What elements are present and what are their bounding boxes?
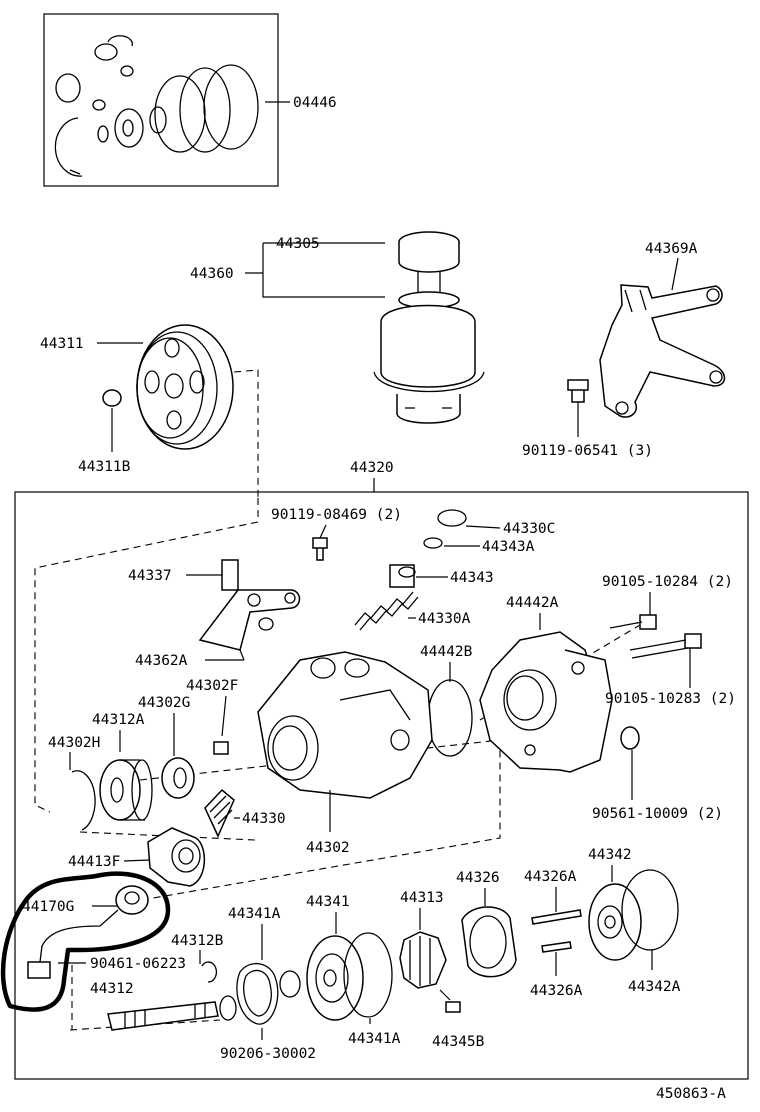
label-44326A-top: 44326A [524, 869, 577, 885]
label-90561-10009: 90561-10009 (2) [592, 806, 723, 822]
highlight-outline [0, 871, 171, 1012]
label-44326A-bot: 44326A [530, 983, 583, 999]
label-44345B: 44345B [432, 1034, 485, 1050]
pump-assembly-group: 44320 90119-08469 (2) 44330C 44343A 4434… [0, 460, 749, 1080]
label-90206-30002: 90206-30002 [220, 1046, 316, 1062]
label-04446: 04446 [293, 95, 337, 111]
label-44341A-top: 44341A [228, 906, 281, 922]
label-44311B: 44311B [78, 459, 131, 475]
label-44302H: 44302H [48, 735, 100, 751]
label-44342A: 44342A [628, 979, 681, 995]
label-44413F: 44413F [68, 854, 120, 870]
label-44320: 44320 [350, 460, 394, 476]
label-44305: 44305 [276, 236, 320, 252]
seal-kit-box [43, 13, 279, 187]
label-44330A: 44330A [418, 611, 471, 627]
pump-assembly-box [14, 491, 749, 1080]
label-44343A: 44343A [482, 539, 535, 555]
label-44360: 44360 [190, 266, 234, 282]
label-44312A: 44312A [92, 712, 145, 728]
label-44343: 44343 [450, 570, 494, 586]
label-90119-08469: 90119-08469 (2) [271, 507, 402, 523]
label-44312B: 44312B [171, 933, 224, 949]
label-90119-06541: 90119-06541 (3) [522, 443, 653, 459]
reservoir-group: 44305 44360 [190, 231, 485, 424]
label-44330: 44330 [242, 811, 286, 827]
label-90105-10284: 90105-10284 (2) [602, 574, 733, 590]
label-44312: 44312 [90, 981, 134, 997]
label-44313: 44313 [400, 890, 444, 906]
label-44311: 44311 [40, 336, 84, 352]
label-90105-10283: 90105-10283 (2) [605, 691, 736, 707]
label-90461-06223: 90461-06223 [90, 956, 186, 972]
label-44302G: 44302G [138, 695, 190, 711]
bracket-group: 44369A 90119-06541 (3) [522, 241, 726, 459]
label-44442A: 44442A [506, 595, 559, 611]
figure-id: 450863-A [656, 1086, 726, 1102]
label-44341A-bot: 44341A [348, 1031, 401, 1047]
label-44337: 44337 [128, 568, 172, 584]
label-44342: 44342 [588, 847, 632, 863]
label-44326: 44326 [456, 870, 500, 886]
pulley-group: 44311 44311B [40, 324, 259, 498]
seal-kit-group: 04446 [43, 13, 337, 187]
label-44362A: 44362A [135, 653, 188, 669]
label-44341: 44341 [306, 894, 350, 910]
label-44330C: 44330C [503, 521, 555, 537]
label-44302F: 44302F [186, 678, 238, 694]
label-44170G: 44170G [22, 899, 74, 915]
label-44302: 44302 [306, 840, 350, 856]
label-44442B: 44442B [420, 644, 473, 660]
label-44369A: 44369A [645, 241, 698, 257]
